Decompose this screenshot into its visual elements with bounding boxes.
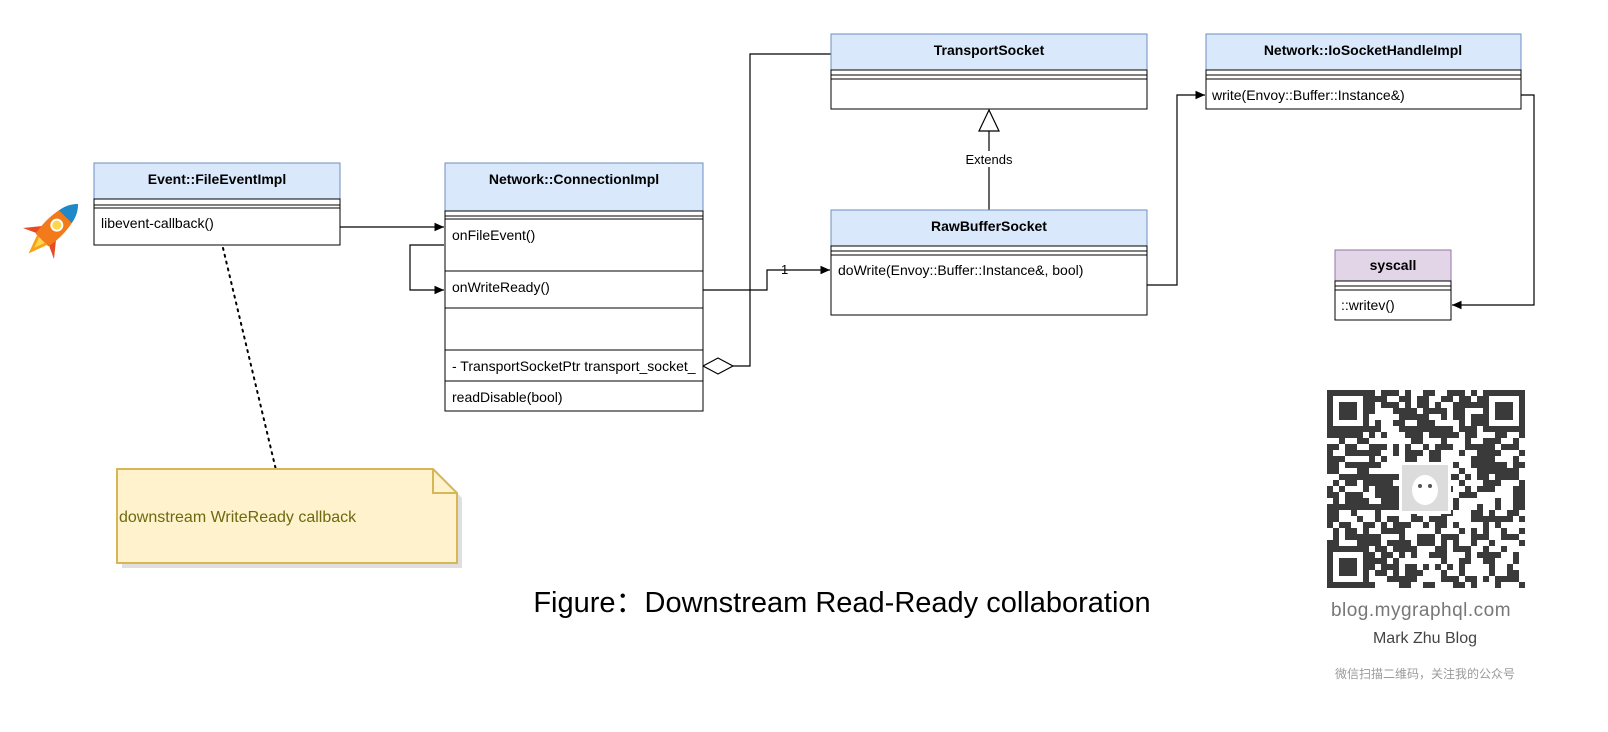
- class-raw-buffer-socket: RawBufferSocket doWrite(Envoy::Buffer::I…: [830, 209, 1148, 316]
- edge-write-to-writev: [1452, 94, 1535, 310]
- multiplicity-label: 1: [781, 262, 788, 277]
- edge-onfileevent-to-onwriteready: [409, 244, 444, 295]
- class-syscall: syscall ::writev(): [1334, 249, 1452, 321]
- class-title: syscall: [1370, 257, 1417, 273]
- member-writev: ::writev(): [1341, 297, 1395, 313]
- member-onfileevent: onFileEvent(): [452, 227, 535, 243]
- member-onwriteready: onWriteReady(): [452, 279, 550, 295]
- aggregation-diamond: [701, 357, 735, 375]
- class-title: RawBufferSocket: [931, 218, 1047, 234]
- note-writeready: downstream WriteReady callback: [116, 468, 462, 568]
- class-title: Network::ConnectionImpl: [489, 171, 659, 187]
- qr-code-icon: [1327, 390, 1525, 588]
- member-write: write(Envoy::Buffer::Instance&): [1211, 87, 1405, 103]
- inheritance-triangle: [978, 108, 1000, 132]
- extends-label: Extends: [966, 152, 1013, 167]
- class-file-event-impl: Event::FileEventImpl libevent-callback(): [93, 162, 341, 246]
- class-io-socket-handle-impl: Network::IoSocketHandleImpl write(Envoy:…: [1205, 33, 1522, 110]
- member-libevent-callback: libevent-callback(): [101, 215, 214, 231]
- watermark-hint: 微信扫描二维码，关注我的公众号: [1335, 666, 1515, 681]
- class-title: Event::FileEventImpl: [148, 171, 286, 187]
- class-title: TransportSocket: [934, 42, 1045, 58]
- edge-dowrite-to-write: [1147, 90, 1205, 286]
- member-transport-socket: - TransportSocketPtr transport_socket_: [452, 358, 696, 374]
- watermark-site: blog.mygraphql.com: [1331, 600, 1511, 621]
- edge-onwriteready-to-dowrite: [703, 265, 830, 291]
- class-title: Network::IoSocketHandleImpl: [1264, 42, 1462, 58]
- member-readdisable: readDisable(bool): [452, 389, 563, 405]
- watermark-author: Mark Zhu Blog: [1373, 630, 1477, 647]
- note-text: downstream WriteReady callback: [119, 509, 357, 526]
- note-link: [222, 247, 277, 471]
- extends-label-bg: [962, 151, 1016, 167]
- member-dowrite: doWrite(Envoy::Buffer::Instance&, bool): [838, 262, 1083, 278]
- figure-caption: Figure：Downstream Read-Ready collaborati…: [533, 587, 1150, 619]
- edge-aggregation-transport-socket: [733, 53, 831, 367]
- rocket-icon: [22, 203, 79, 260]
- class-connection-impl: Network::ConnectionImpl onFileEvent() on…: [444, 162, 704, 412]
- class-transport-socket: TransportSocket: [830, 33, 1148, 110]
